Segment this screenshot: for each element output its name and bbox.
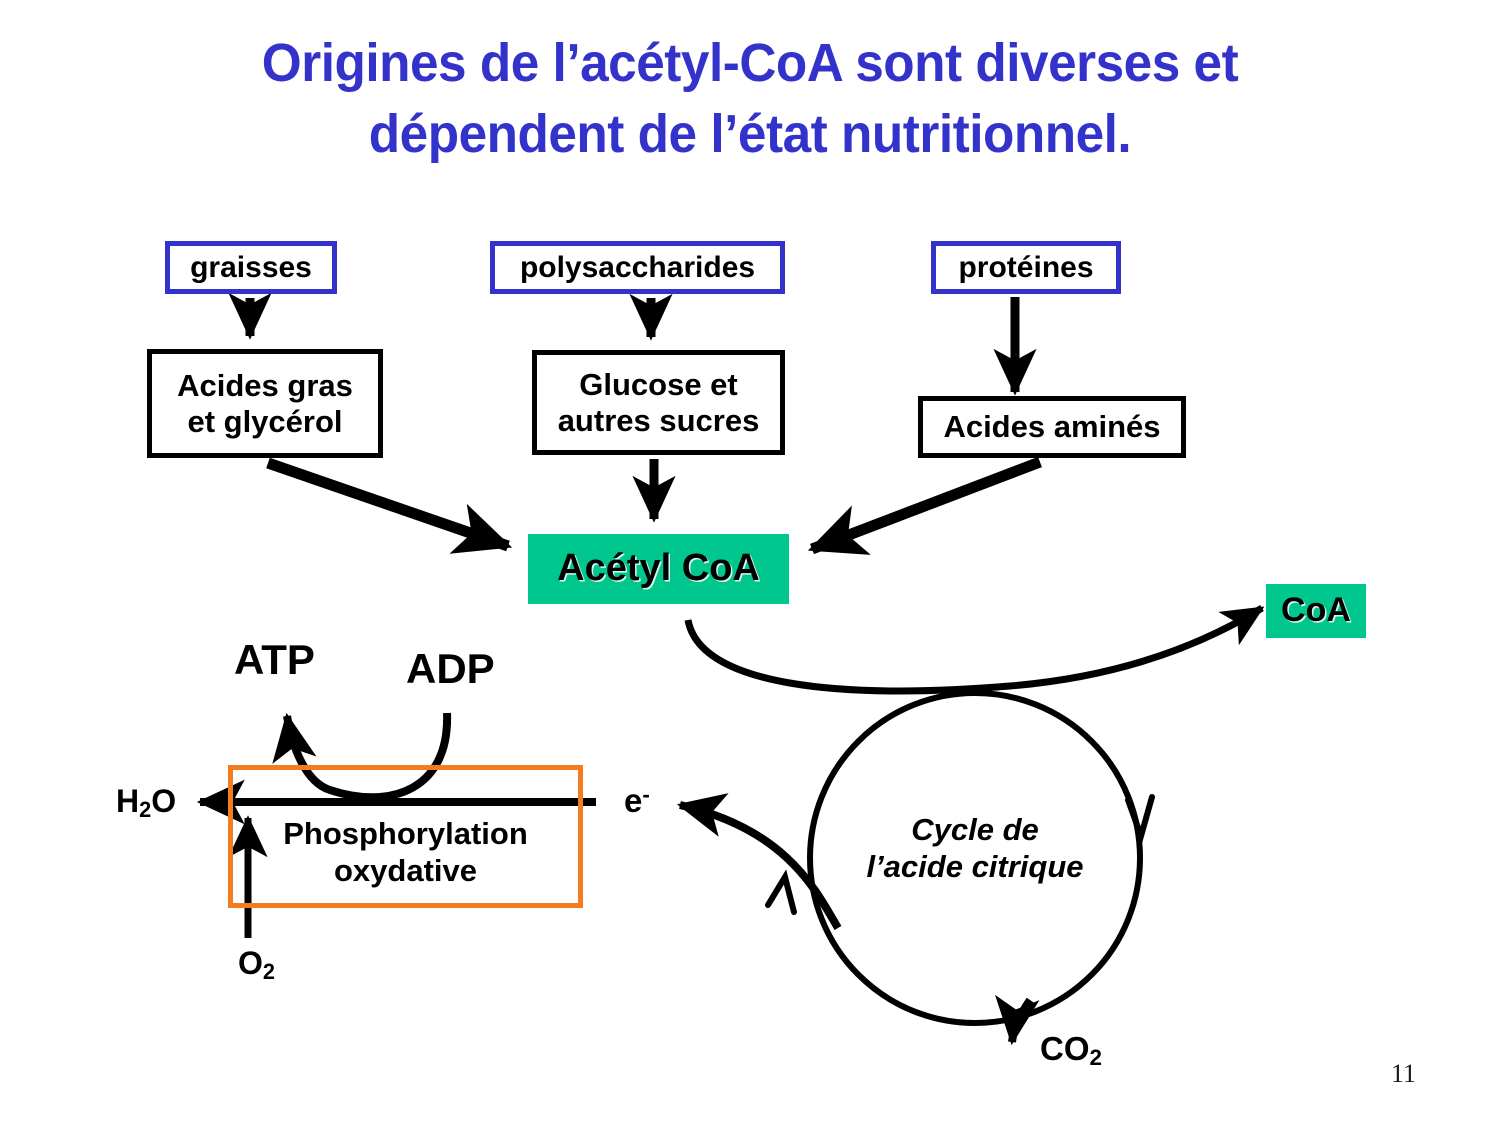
node-glucose-et-autres-sucres[interactable]: Glucose et autres sucres (532, 350, 785, 455)
node-coa[interactable]: CoA (1266, 584, 1366, 638)
label-co2-2: 2 (1089, 1044, 1102, 1070)
node-polysaccharides[interactable]: polysaccharides (490, 241, 785, 294)
node-proteines[interactable]: protéines (931, 241, 1121, 294)
label-electron-minus: - (642, 782, 650, 807)
node-graisses[interactable]: graisses (165, 241, 337, 294)
label-o2-2: 2 (262, 958, 275, 984)
node-phosphorylation-oxydative-label: Phosphorylation oxydative (283, 816, 528, 889)
page-number: 11 (1390, 1059, 1416, 1088)
node-citric-acid-cycle-label: Cycle de l’acide citrique (866, 812, 1084, 884)
arrow-acides-gras-to-acetyl-coa (266, 457, 513, 554)
node-acides-amines[interactable]: Acides aminés (918, 396, 1186, 458)
label-o2-o: O (238, 945, 263, 981)
label-adp: ADP (406, 645, 495, 692)
label-electron: e- (624, 782, 650, 820)
arrow-cycle-to-electron (676, 793, 842, 931)
label-h2o: H2O (116, 783, 176, 823)
label-atp: ATP (234, 636, 315, 683)
node-acides-gras-et-glycerol[interactable]: Acides gras et glycérol (147, 349, 383, 458)
label-h2o-2: 2 (139, 796, 152, 822)
arrow-acides-amines-to-acetyl-coa (807, 456, 1042, 555)
label-o2: O2 (238, 945, 275, 985)
label-h2o-o: O (151, 783, 177, 819)
label-h2o-h: H (116, 783, 140, 819)
node-acetyl-coa[interactable]: Acétyl CoA (528, 534, 789, 604)
label-electron-e: e (624, 782, 643, 820)
arrow-cycle-to-co2 (995, 994, 1040, 1046)
arrow-acetyl-coa-to-coa (684, 605, 1265, 695)
slide-title: Origines de l’acétyl-CoA sont diverses e… (261, 33, 1239, 165)
label-co2: CO2 (1040, 1030, 1102, 1071)
label-co2-co: CO (1040, 1030, 1090, 1067)
